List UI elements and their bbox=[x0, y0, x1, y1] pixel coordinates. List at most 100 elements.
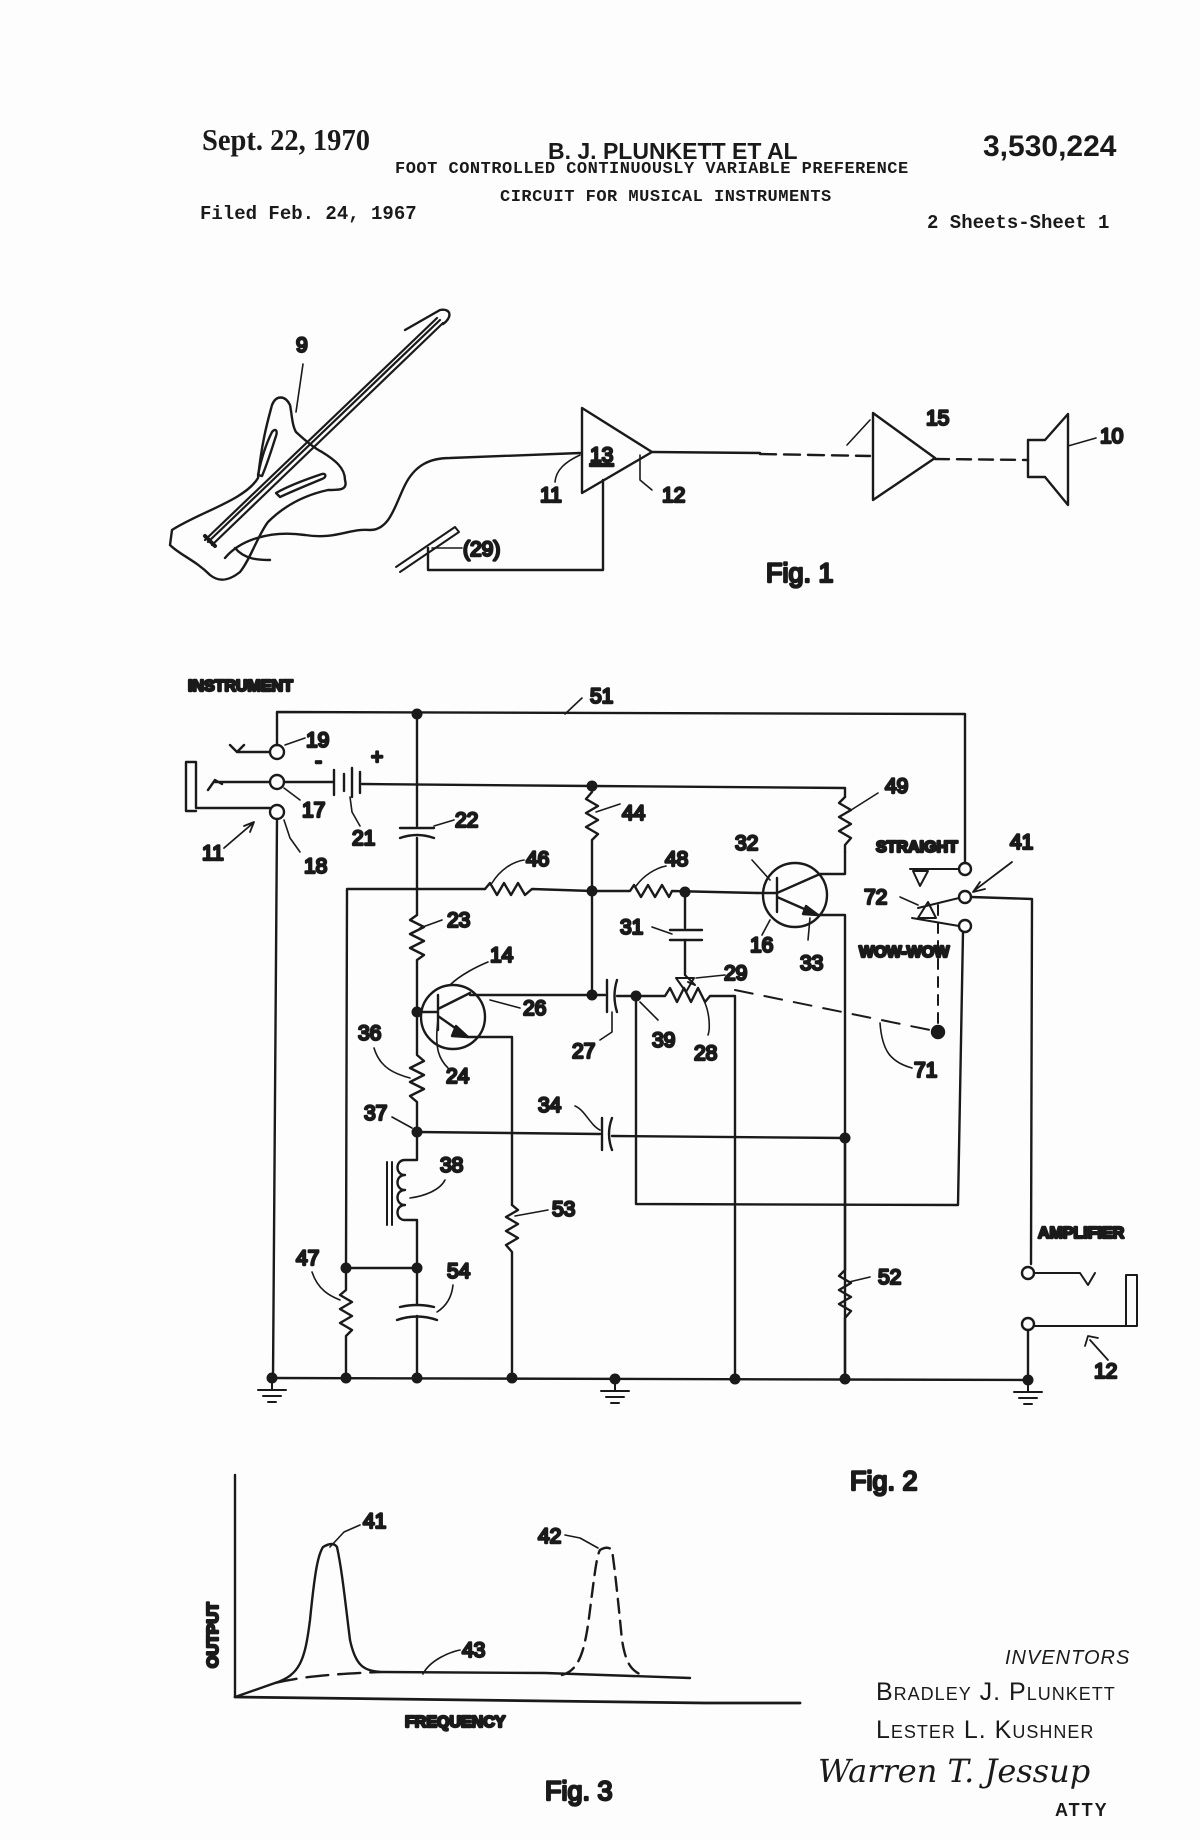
guitar-body bbox=[168, 396, 347, 581]
junction bbox=[586, 885, 598, 897]
ground-icon bbox=[257, 1377, 287, 1403]
leader-72 bbox=[899, 896, 919, 906]
label-31: 31 bbox=[620, 916, 643, 939]
leader-43 bbox=[422, 1649, 461, 1675]
label-34: 34 bbox=[538, 1094, 562, 1117]
leader-71 bbox=[879, 1022, 913, 1069]
resistor-48 bbox=[590, 883, 759, 899]
signal-line bbox=[650, 450, 762, 455]
leader-29 bbox=[695, 974, 726, 979]
leader-15 bbox=[846, 419, 871, 446]
fig1: 9 13 11 12 (29) 15 10 Fig. 1 bbox=[168, 308, 1125, 589]
leader-17 bbox=[283, 787, 301, 801]
label-43: 43 bbox=[462, 1639, 485, 1662]
switch-contact-wow bbox=[957, 918, 973, 934]
label-48: 48 bbox=[665, 848, 688, 871]
leader-12 bbox=[639, 454, 653, 491]
arrow-12 bbox=[1084, 1335, 1109, 1361]
label-12: 12 bbox=[1094, 1360, 1117, 1383]
label-54: 54 bbox=[447, 1260, 471, 1283]
guitar-slot-1 bbox=[256, 428, 278, 478]
leader-47 bbox=[311, 1271, 341, 1301]
label-41: 41 bbox=[363, 1510, 386, 1533]
label-37: 37 bbox=[364, 1102, 387, 1125]
label-26: 26 bbox=[523, 997, 546, 1020]
fig3-curve-peak-42 bbox=[560, 1546, 647, 1678]
pot-wiper-29 bbox=[675, 974, 696, 993]
speaker-10 bbox=[1026, 412, 1070, 507]
amp-jack-sleeve bbox=[1020, 1316, 1036, 1332]
junction bbox=[411, 1262, 423, 1274]
leader-22 bbox=[433, 819, 455, 827]
label-36: 36 bbox=[358, 1022, 381, 1045]
switch-contact-straight bbox=[957, 861, 973, 877]
label-15: 15 bbox=[926, 407, 949, 430]
label-39: 39 bbox=[652, 1029, 675, 1052]
fig3-x-axis bbox=[233, 1695, 802, 1705]
patent-number: 3,530,224 bbox=[983, 130, 1117, 163]
attorney-signature: Warren T. Jessup bbox=[818, 1752, 1091, 1790]
arrow-41 bbox=[972, 861, 1013, 893]
inventors-heading: INVENTORS bbox=[1005, 1647, 1131, 1669]
label-18: 18 bbox=[304, 855, 327, 878]
battery-21 bbox=[332, 766, 362, 799]
junction bbox=[411, 1006, 423, 1018]
leader-53 bbox=[514, 1209, 549, 1217]
fig3: OUTPUT FREQUENCY 41 42 43 Fig. 3 bbox=[204, 1473, 802, 1807]
wire-37-34 bbox=[415, 1130, 602, 1136]
instrument-plug bbox=[184, 760, 272, 813]
fig3-baseline-43 bbox=[273, 1670, 382, 1685]
label-11: 11 bbox=[202, 842, 224, 865]
patent-title-line2: CIRCUIT FOR MUSICAL INSTRUMENTS bbox=[500, 188, 832, 207]
leader-27 bbox=[599, 1011, 613, 1041]
label-29: (29) bbox=[463, 538, 500, 561]
capacitor-22 bbox=[398, 826, 436, 840]
label-9: 9 bbox=[296, 334, 308, 357]
inventor-short: B. J. PLUNKETT ET AL bbox=[548, 138, 798, 164]
leader-11 bbox=[554, 454, 581, 483]
switch-straight-stub bbox=[909, 868, 960, 887]
junction bbox=[839, 1132, 851, 1144]
leader-14 bbox=[449, 961, 489, 986]
jack-19-lead bbox=[228, 743, 272, 754]
leader-51 bbox=[564, 697, 583, 715]
jack-19 bbox=[268, 743, 286, 761]
potentiometer-28 bbox=[634, 986, 737, 1206]
ground-icon bbox=[1013, 1379, 1043, 1405]
fig3-caption: Fig. 3 bbox=[545, 1776, 613, 1806]
guitar-slot-2 bbox=[274, 472, 327, 499]
leader-23 bbox=[419, 919, 443, 929]
amp-15-triangle bbox=[871, 411, 937, 502]
fig3-curve-peak-41 bbox=[233, 1542, 692, 1699]
junction-dots bbox=[266, 708, 1034, 1386]
leader-24 bbox=[435, 1019, 449, 1069]
label-42: 42 bbox=[538, 1525, 561, 1548]
label-33: 33 bbox=[800, 952, 823, 975]
link-pivot bbox=[930, 1024, 946, 1040]
label-14: 14 bbox=[490, 944, 514, 967]
label-11: 11 bbox=[540, 484, 562, 507]
preamp-13-triangle bbox=[580, 406, 654, 495]
junction bbox=[411, 1372, 423, 1384]
leader-37 bbox=[391, 1116, 413, 1129]
battery-minus: - bbox=[315, 750, 322, 773]
guitar-cable bbox=[223, 451, 582, 560]
wire-18-ground bbox=[271, 817, 279, 1380]
resistor-44 bbox=[584, 784, 600, 998]
transistor-16-emitter-arrow bbox=[801, 904, 820, 917]
instrument-label: INSTRUMENT bbox=[188, 678, 293, 695]
leader-19 bbox=[284, 737, 306, 746]
leader-42 bbox=[564, 1534, 599, 1549]
junction bbox=[679, 886, 691, 898]
label-32: 32 bbox=[735, 832, 758, 855]
leader-36 bbox=[373, 1047, 411, 1079]
resistor-49 bbox=[837, 795, 853, 854]
label-13: 13 bbox=[590, 444, 613, 467]
label-28: 28 bbox=[694, 1042, 717, 1065]
guitar-pickup bbox=[203, 534, 217, 548]
junction bbox=[586, 780, 598, 792]
filed-date: Filed Feb. 24, 1967 bbox=[200, 203, 417, 225]
ground-icon bbox=[600, 1378, 630, 1404]
amplifier-label: AMPLIFIER bbox=[1038, 1225, 1125, 1242]
